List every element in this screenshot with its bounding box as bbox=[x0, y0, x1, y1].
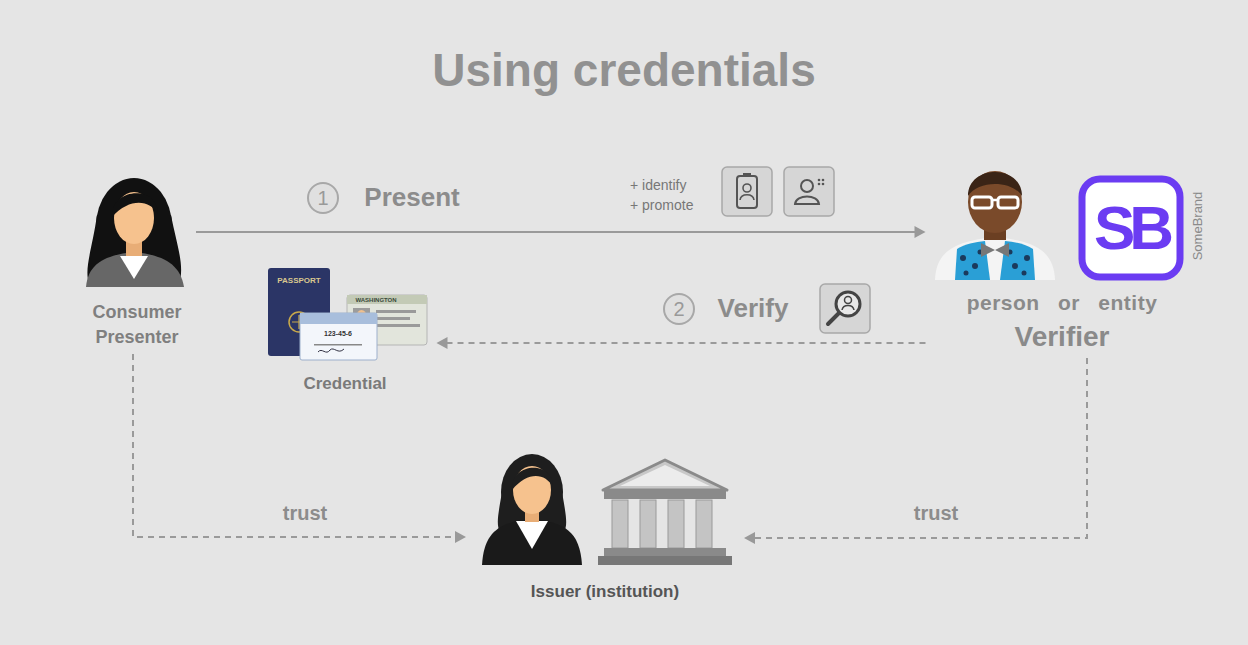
connector bbox=[437, 337, 926, 349]
connector-line bbox=[447, 342, 926, 344]
figure-node: person or entityVerifier bbox=[930, 165, 1195, 354]
card-text: WASHINGTON bbox=[355, 297, 396, 303]
issuer-figure bbox=[482, 454, 582, 565]
institution-building bbox=[598, 460, 732, 565]
node-label: person or entity bbox=[930, 290, 1195, 316]
edge-label: Present bbox=[364, 182, 459, 213]
card-text: 123-45-6 bbox=[324, 330, 352, 337]
callout-number: 2 bbox=[663, 293, 695, 325]
promote-icon bbox=[784, 167, 834, 216]
node-heading: Verifier bbox=[930, 320, 1195, 354]
verify-icon bbox=[820, 284, 870, 333]
node-label: Issuer (institution) bbox=[470, 580, 740, 604]
note: + identify bbox=[630, 178, 686, 192]
node-label: Consumer Presenter bbox=[82, 300, 192, 350]
node-label: Credential bbox=[258, 372, 433, 396]
connector bbox=[133, 354, 466, 543]
connector-line bbox=[133, 354, 456, 537]
arrowhead bbox=[915, 226, 926, 238]
arrowhead bbox=[744, 532, 755, 544]
verifier-figure bbox=[935, 171, 1055, 280]
arrowhead bbox=[437, 337, 448, 349]
connector bbox=[196, 226, 926, 238]
connector-line bbox=[196, 231, 916, 233]
connector-line bbox=[754, 358, 1087, 538]
brand-name: SomeBrand bbox=[1191, 192, 1204, 261]
consumer-figure bbox=[86, 178, 184, 287]
card-text: PASSPORT bbox=[277, 277, 320, 285]
edge-label: trust bbox=[914, 501, 958, 525]
edge-label: trust bbox=[283, 501, 327, 525]
edge-label: Verify bbox=[718, 293, 789, 324]
diagram-title: Using credentials bbox=[0, 40, 1248, 100]
figure-node: Issuer (institution) bbox=[470, 448, 740, 604]
note: + promote bbox=[630, 198, 693, 212]
identify-icon bbox=[722, 167, 772, 216]
brand-logo-frame bbox=[1082, 179, 1180, 277]
callout-number: 1 bbox=[307, 182, 339, 214]
credential-cards bbox=[268, 268, 427, 360]
arrowhead bbox=[455, 531, 466, 543]
figure-node: Consumer Presenter bbox=[82, 172, 192, 350]
brand-logo: SB bbox=[1094, 197, 1168, 259]
connector bbox=[744, 358, 1087, 544]
